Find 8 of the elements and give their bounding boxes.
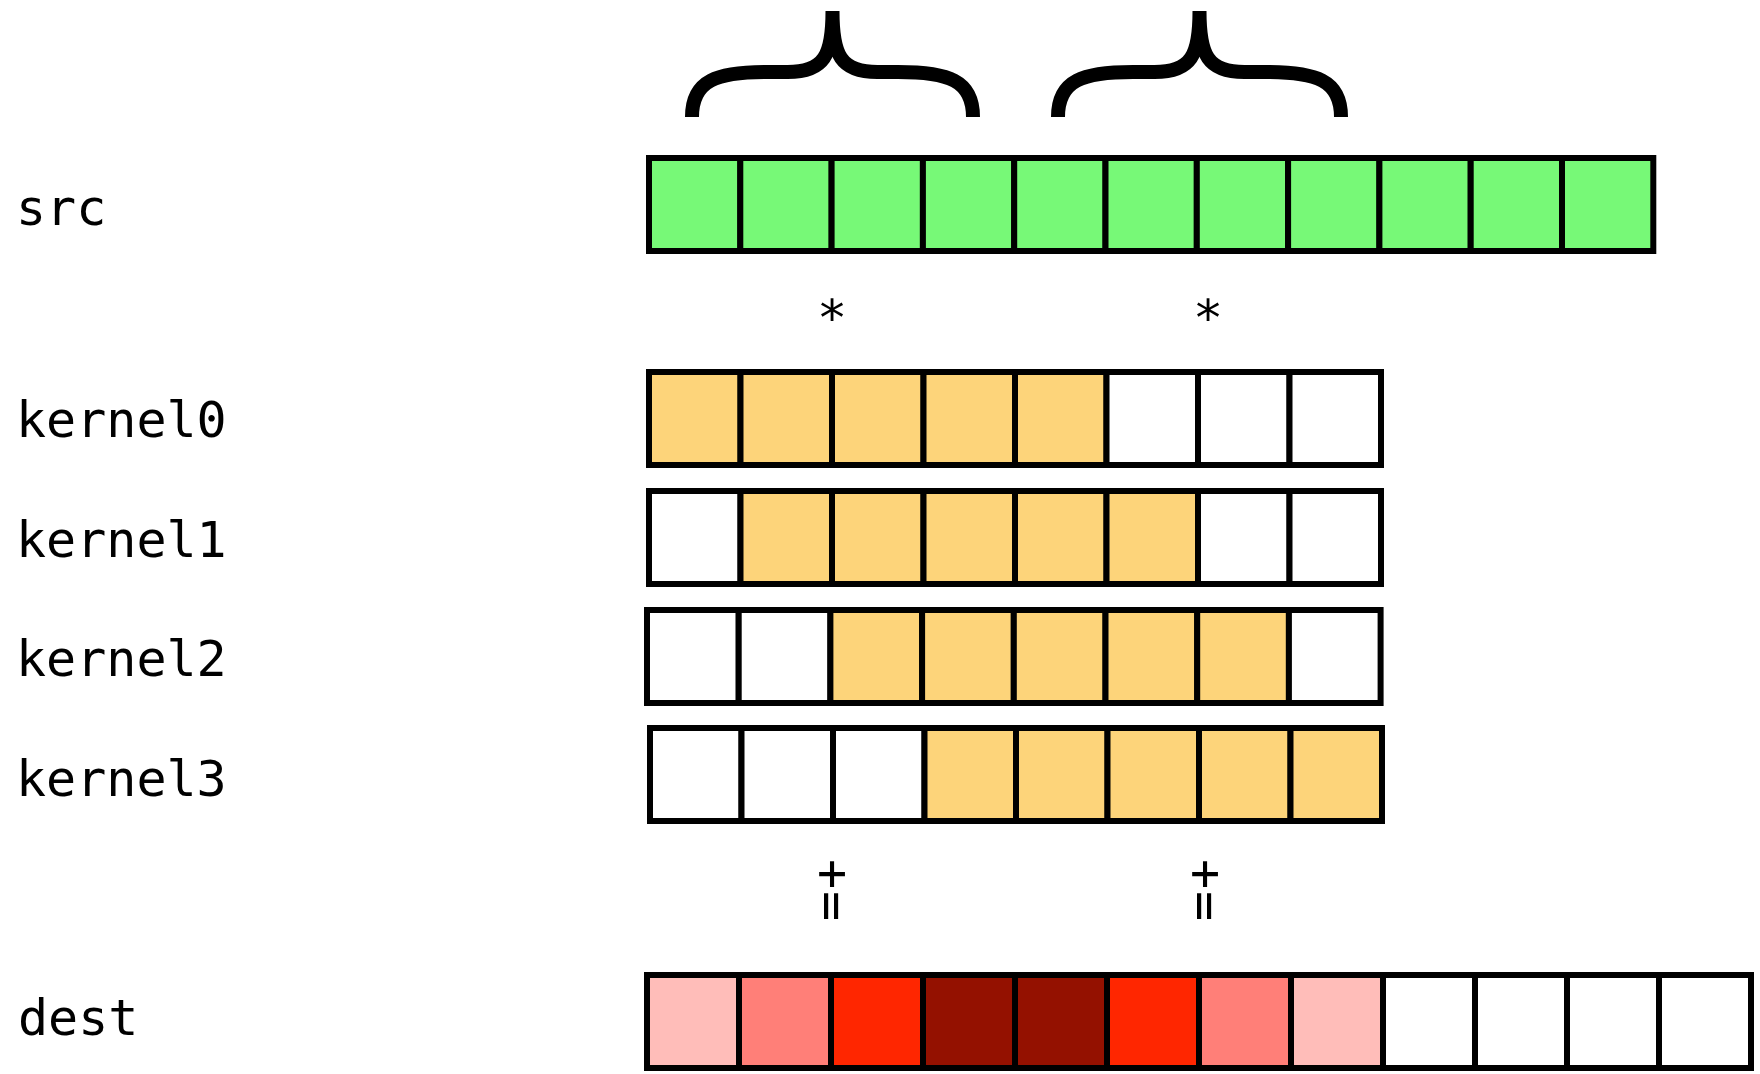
operator-symbol: *: [817, 293, 848, 343]
row-label: src: [16, 183, 107, 233]
row-label: kernel2: [16, 634, 227, 684]
row-label: kernel3: [16, 754, 227, 804]
row-label: kernel0: [16, 395, 227, 445]
operator-symbol: *: [1193, 293, 1224, 343]
row-label: kernel1: [16, 515, 227, 565]
row-label: dest: [18, 993, 139, 1043]
